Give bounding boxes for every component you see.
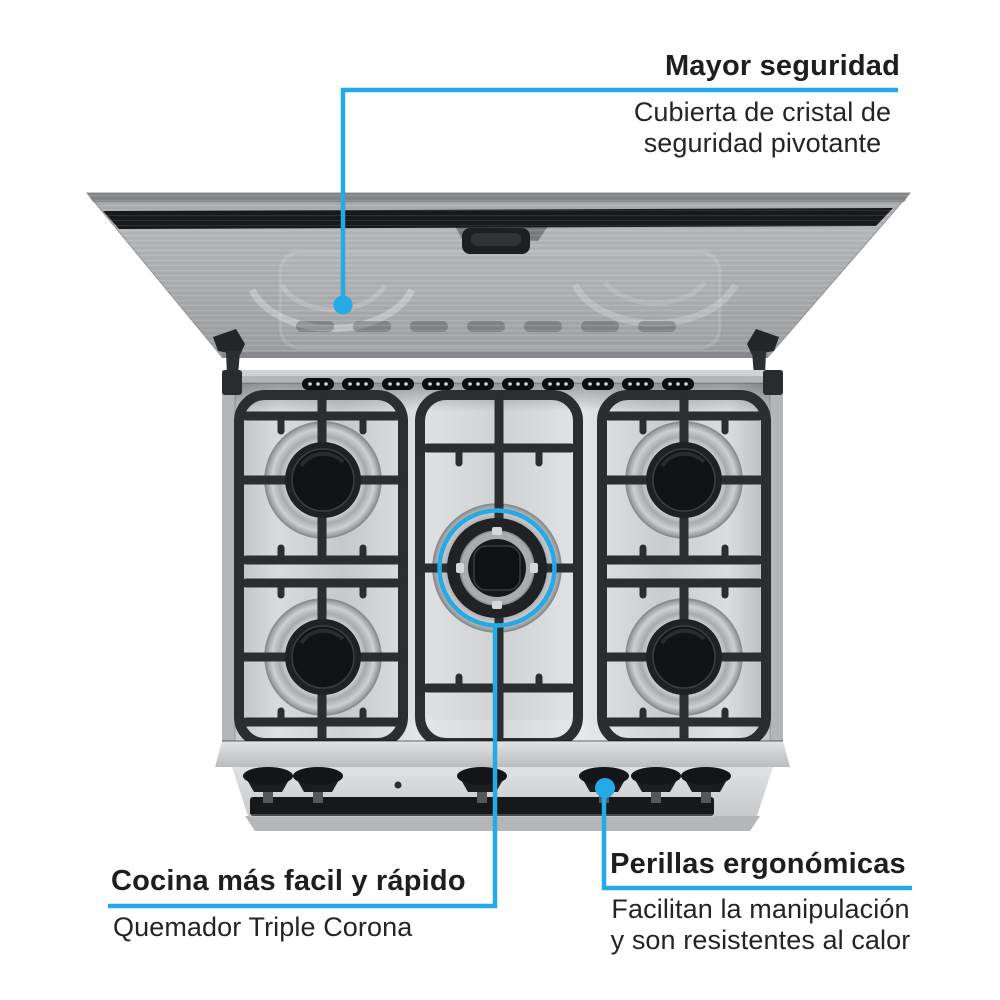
connector-knobs	[595, 778, 912, 891]
vent-slots	[302, 378, 694, 390]
callout-knobs-title: Perillas ergonómicas	[610, 848, 906, 880]
lid-hinge-right	[747, 329, 779, 376]
burner-top-right	[646, 442, 722, 518]
callout-burner-title: Cocina más facil y rápido	[111, 865, 466, 897]
callout-connectors	[108, 87, 912, 909]
lid-hinge-left	[213, 329, 245, 376]
callout-knobs-desc-line1: Facilitan la manipulación	[611, 894, 910, 924]
control-knob-6	[681, 767, 731, 803]
callout-knobs-desc-line2: y son resistentes al calor	[610, 925, 911, 955]
control-knob-1	[243, 767, 293, 803]
callout-safety-desc-line1: Cubierta de cristal de	[633, 97, 892, 127]
front-panel	[215, 740, 790, 831]
control-rail	[250, 797, 714, 816]
callout-safety-title: Mayor seguridad	[664, 50, 900, 82]
callout-burner-desc: Quemador Triple Corona	[113, 912, 413, 942]
callout-safety-desc: Cubierta de cristal de seguridad pivotan…	[615, 97, 910, 159]
control-knobs	[243, 767, 731, 803]
cooktop	[222, 370, 783, 766]
glass-lid	[85, 192, 912, 376]
burner-center-triple-crown	[447, 518, 547, 618]
panel-screw	[394, 781, 402, 789]
control-knob-5	[631, 767, 681, 803]
burner-top-left	[285, 442, 361, 518]
grate-right	[597, 390, 771, 748]
connector-safety	[333, 87, 898, 315]
burner-bottom-right	[646, 619, 722, 695]
lid-handle	[462, 228, 530, 254]
connector-burner	[108, 508, 557, 909]
burner-bottom-left	[285, 619, 361, 695]
callout-safety-desc-line2: seguridad pivotante	[643, 128, 882, 158]
callout-knobs-desc: Facilitan la manipulación y son resisten…	[593, 894, 928, 956]
grate-left	[234, 390, 408, 748]
control-knob-2	[293, 767, 343, 803]
